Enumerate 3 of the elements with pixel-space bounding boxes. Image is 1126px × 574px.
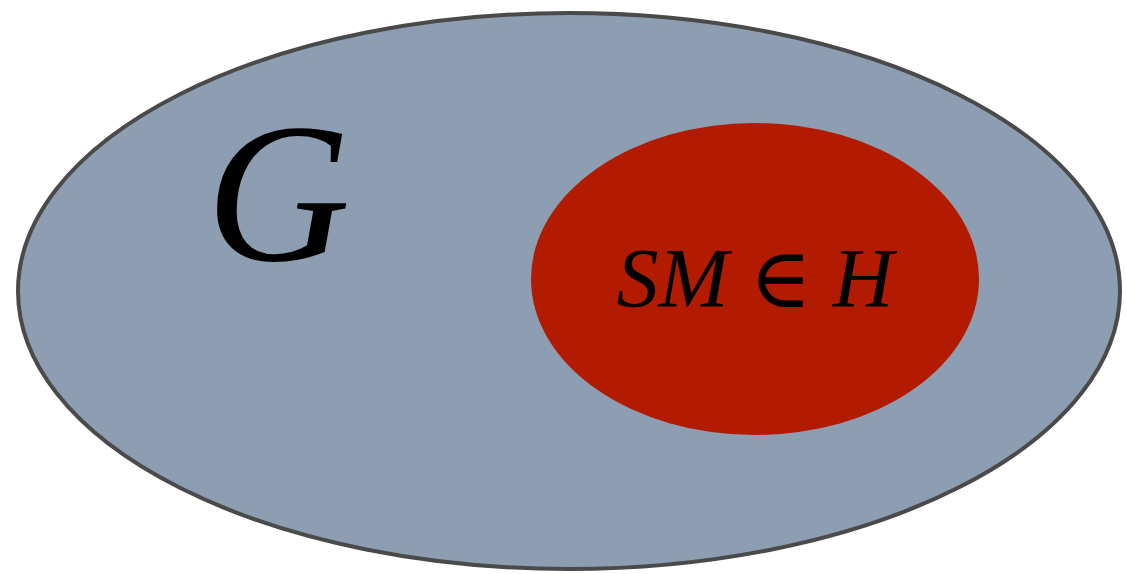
set-label: G xyxy=(206,93,351,293)
set-ellipse xyxy=(16,11,1122,571)
subset-ellipse xyxy=(531,123,979,435)
